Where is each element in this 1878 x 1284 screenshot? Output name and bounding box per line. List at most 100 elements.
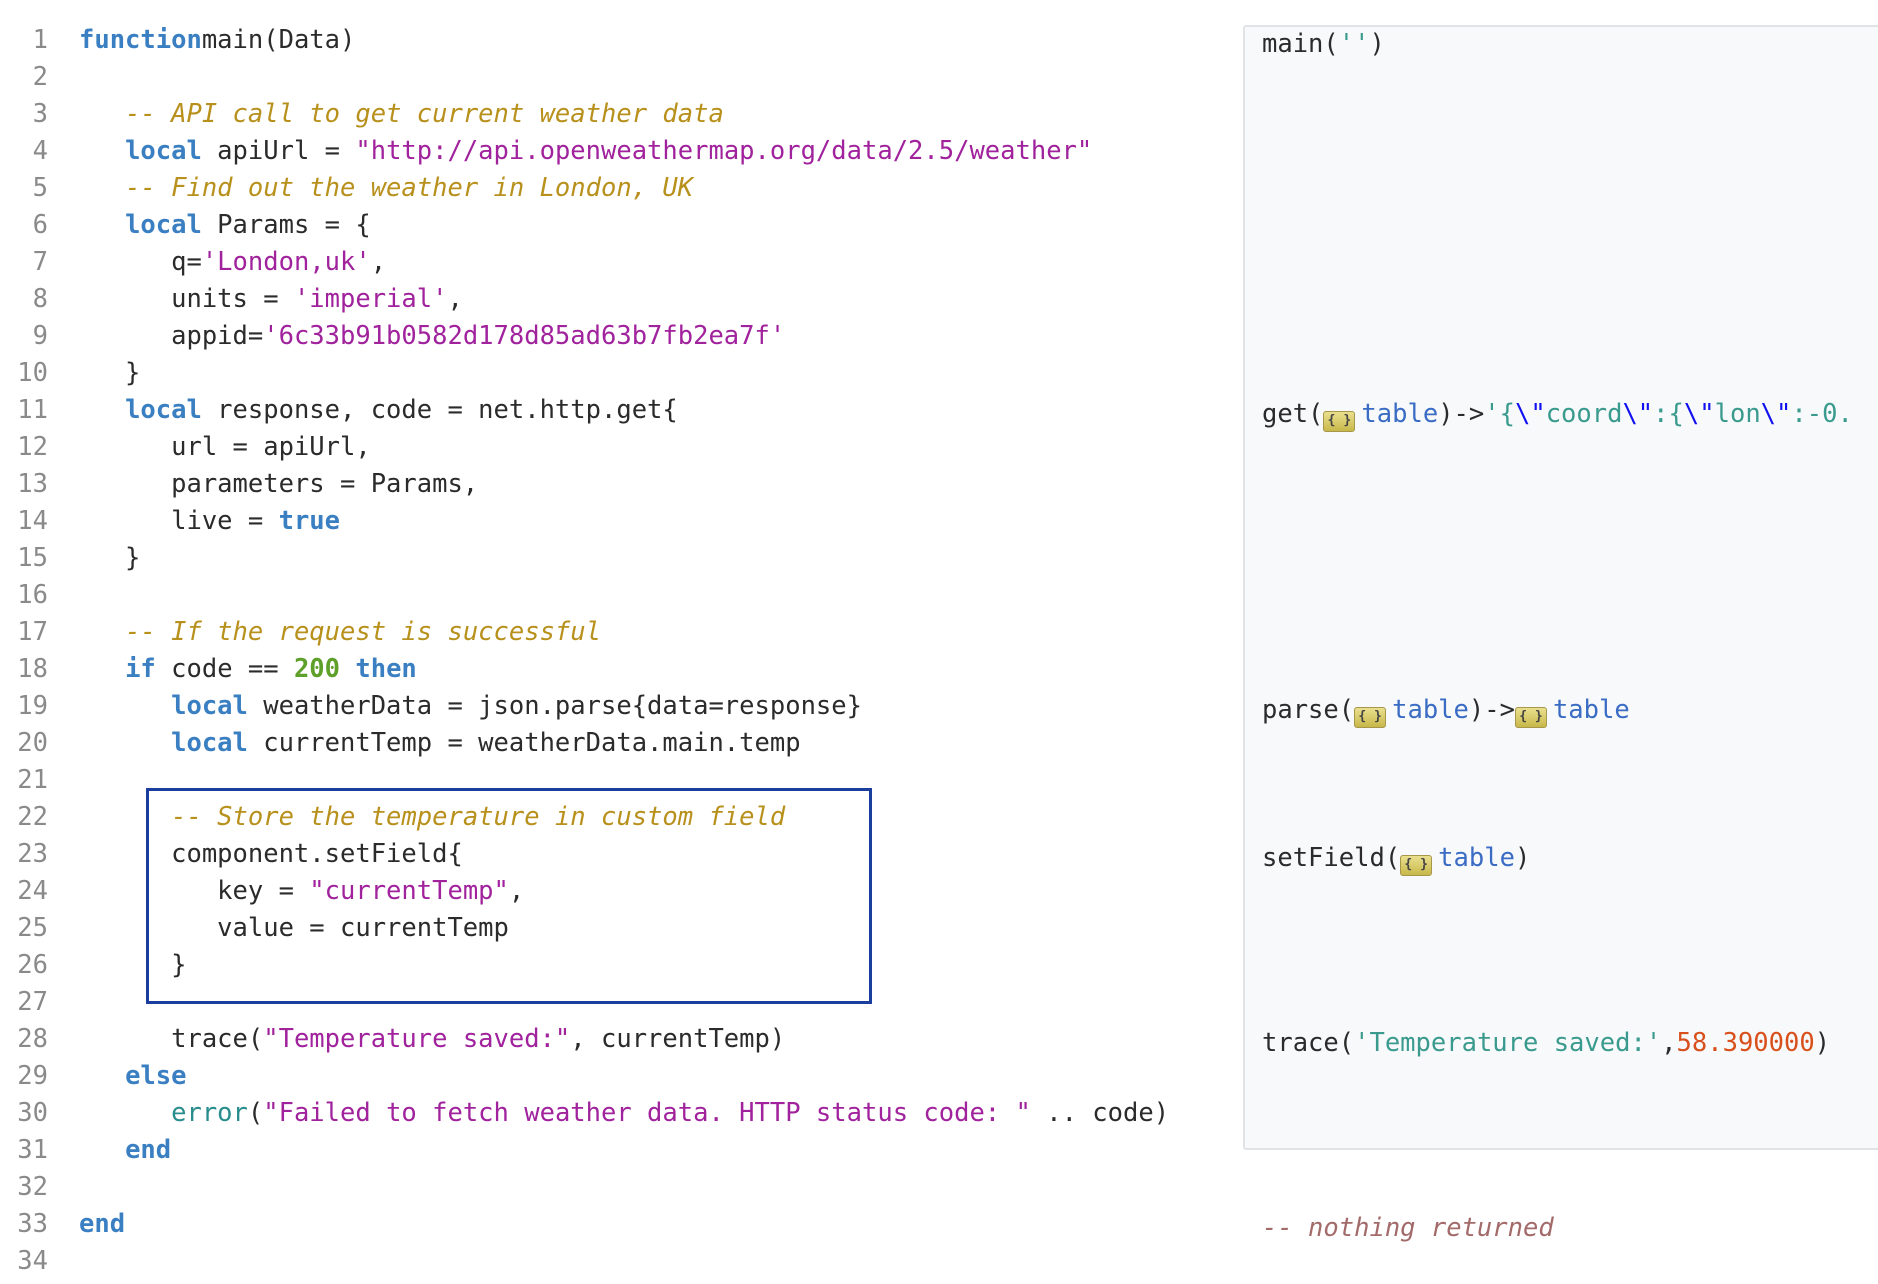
annotation-line (1262, 322, 1853, 359)
annotation-token: main( (1262, 29, 1339, 59)
code-token (79, 395, 125, 425)
code-token: true (278, 506, 341, 536)
annotation-token: ) (1814, 1028, 1831, 1058)
code-token: 'London,uk' (201, 247, 371, 277)
code-token: 'imperial' (293, 284, 448, 314)
table-icon[interactable]: { } (1323, 411, 1356, 432)
table-link[interactable]: table (1438, 843, 1515, 873)
code-token: "Failed to fetch weather data. HTTP stat… (263, 1098, 1031, 1128)
table-link[interactable]: table (1392, 695, 1469, 725)
annotation-token: ) (1369, 29, 1385, 59)
code-line: 26 } (0, 947, 1220, 984)
annotation-line: trace('Temperature saved:',58.390000) (1262, 1025, 1853, 1062)
code-token: weatherData = json.parse{data=response} (247, 691, 862, 721)
highlight-box (146, 788, 872, 1004)
table-icon[interactable]: { } (1354, 707, 1387, 728)
code-text: functionmain(Data) (79, 22, 355, 59)
annotation-line (1262, 100, 1853, 137)
annotation-line (1262, 544, 1853, 581)
code-line: 21 (0, 762, 1220, 799)
line-number: 29 (17, 1061, 48, 1091)
annotation-line (1262, 951, 1853, 988)
line-number: 9 (32, 321, 48, 351)
code-token: response, code = net.http.get{ (201, 395, 678, 425)
code-token (79, 1061, 125, 1091)
code-token: currentTemp = weatherData.main.temp (247, 728, 801, 758)
code-line: 34 (0, 1243, 1220, 1280)
line-number: 10 (17, 358, 48, 388)
line-number: 12 (17, 432, 48, 462)
code-line: 32 (0, 1169, 1220, 1206)
line-number: 1 (32, 25, 48, 55)
code-token: ( (247, 1098, 264, 1128)
code-token (79, 617, 125, 647)
annotation-token: '{ (1484, 399, 1515, 429)
line-number: 30 (17, 1098, 48, 1128)
annotation-line (1262, 211, 1853, 248)
code-token: units = (79, 284, 294, 314)
code-token (79, 1135, 125, 1165)
line-number: 26 (17, 950, 48, 980)
annotation-line (1262, 877, 1853, 914)
table-icon[interactable]: { } (1514, 707, 1547, 728)
table-link[interactable]: table (1361, 399, 1439, 429)
code-token: -- Find out the weather in London, UK (125, 173, 694, 203)
annotation-token: :{ (1653, 399, 1684, 429)
annotation-token: ) (1514, 843, 1531, 873)
code-token: } (79, 543, 141, 573)
annotation-line (1262, 507, 1853, 544)
code-text: local apiUrl = "http://api.openweatherma… (79, 133, 1092, 170)
annotation-token: \" (1683, 399, 1715, 429)
annotation-line (1262, 174, 1853, 211)
code-token: main(Data) (201, 25, 356, 55)
code-token: url = apiUrl, (79, 432, 371, 462)
code-line: 25 value = currentTemp (0, 910, 1220, 947)
code-token: -- Store the temperature in custom field (171, 802, 786, 832)
code-token: local (125, 395, 202, 425)
code-text: trace("Temperature saved:", currentTemp) (79, 1021, 785, 1058)
code-text: key = "currentTemp", (79, 873, 524, 910)
table-link[interactable]: table (1552, 695, 1630, 725)
code-token (79, 728, 171, 758)
line-number: 17 (17, 617, 48, 647)
code-line: 28 trace("Temperature saved:", currentTe… (0, 1021, 1220, 1058)
line-number: 20 (17, 728, 48, 758)
annotation-token: :-0. (1791, 399, 1853, 429)
code-token: local (125, 136, 202, 166)
code-text: units = 'imperial', (79, 281, 463, 318)
code-token: if (125, 654, 156, 684)
code-text: error("Failed to fetch weather data. HTT… (79, 1095, 1169, 1132)
code-text: -- Find out the weather in London, UK (79, 170, 693, 207)
annotation-line (1262, 63, 1853, 100)
code-line: 12 url = apiUrl, (0, 429, 1220, 466)
code-line: 20 local currentTemp = weatherData.main.… (0, 725, 1220, 762)
annotation-panel (1243, 25, 1878, 1150)
line-number: 19 (17, 691, 48, 721)
code-token: error (171, 1098, 248, 1128)
annotation-line (1262, 137, 1853, 174)
code-token (79, 691, 171, 721)
code-text: url = apiUrl, (79, 429, 371, 466)
annotation-token: get( (1262, 399, 1324, 429)
annotation-line (1262, 248, 1853, 285)
code-line: 15 } (0, 540, 1220, 577)
code-token: , (447, 284, 463, 314)
code-text: -- If the request is successful (79, 614, 601, 651)
code-token: local (171, 728, 248, 758)
annotation-line (1262, 470, 1853, 507)
code-token: local (125, 210, 202, 240)
annotation-token: setField( (1262, 843, 1401, 873)
code-line: 9 appid='6c33b91b0582d178d85ad63b7fb2ea7… (0, 318, 1220, 355)
table-icon[interactable]: { } (1400, 855, 1433, 876)
annotation-line (1262, 729, 1853, 766)
code-token (79, 654, 125, 684)
code-token: 200 (293, 654, 341, 684)
code-line: 11 local response, code = net.http.get{ (0, 392, 1220, 429)
annotation-token: , (1661, 1028, 1677, 1058)
annotation-token: '' (1338, 29, 1370, 59)
code-token: code == (155, 654, 294, 684)
code-line: 1 functionmain(Data) (0, 22, 1220, 59)
line-number: 32 (17, 1172, 48, 1202)
code-token (79, 210, 125, 240)
